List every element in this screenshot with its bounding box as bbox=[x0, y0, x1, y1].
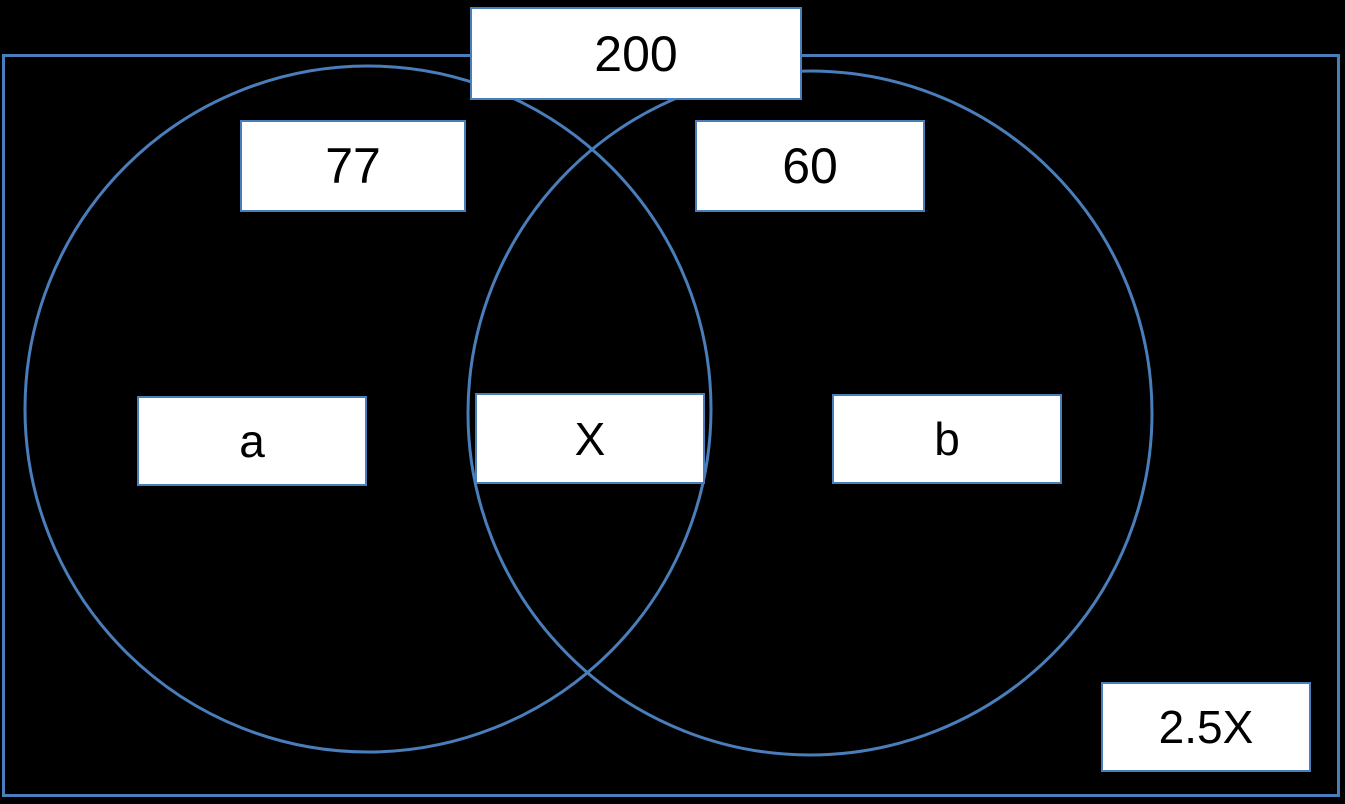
intersection-region-label: X bbox=[475, 393, 705, 484]
only-a-region-label: a bbox=[137, 396, 367, 486]
set-b-total-label: 60 bbox=[695, 120, 925, 212]
set-a-total-label: 77 bbox=[240, 120, 466, 212]
universe-total-label: 200 bbox=[470, 7, 802, 100]
set-a-circle bbox=[23, 64, 713, 754]
outside-value-label: 2.5X bbox=[1101, 682, 1311, 772]
set-b-circle bbox=[466, 69, 1154, 757]
only-b-region-label: b bbox=[832, 394, 1062, 484]
